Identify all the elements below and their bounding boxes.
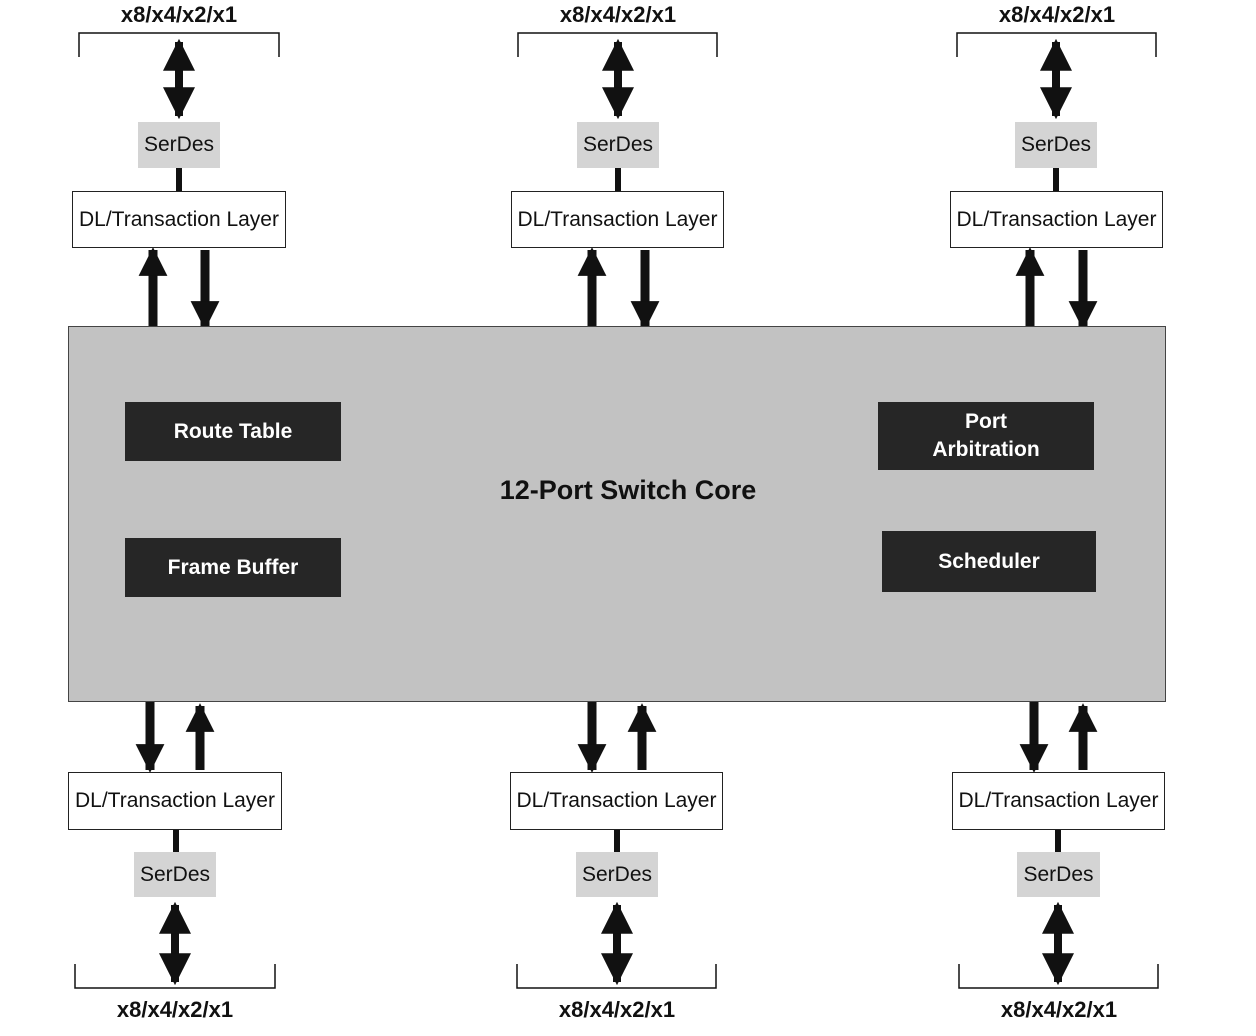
port-arbitration-line2: Arbitration bbox=[932, 438, 1040, 461]
lane-width-label-bottom-1: x8/x4/x2/x1 bbox=[116, 997, 234, 1022]
route-table-block: Route Table bbox=[125, 402, 341, 461]
dl-transaction-layer-top-1: DL/Transaction Layer bbox=[72, 191, 286, 248]
lane-bracket-top-1 bbox=[78, 32, 280, 57]
lane-bracket-top-2 bbox=[517, 32, 718, 57]
port-arbitration-block: Port Arbitration bbox=[878, 402, 1094, 470]
dl-transaction-layer-top-3: DL/Transaction Layer bbox=[950, 191, 1163, 248]
lane-width-label-top-2: x8/x4/x2/x1 bbox=[559, 2, 677, 27]
frame-buffer-block: Frame Buffer bbox=[125, 538, 341, 597]
dl-transaction-layer-top-2: DL/Transaction Layer bbox=[511, 191, 724, 248]
serdes-block-bottom-1: SerDes bbox=[134, 852, 216, 897]
serdes-block-bottom-2: SerDes bbox=[576, 852, 658, 897]
lane-bracket-bottom-1 bbox=[74, 964, 276, 989]
serdes-block-top-1: SerDes bbox=[138, 122, 220, 168]
switch-core-title: 12-Port Switch Core bbox=[499, 475, 757, 505]
serdes-block-top-2: SerDes bbox=[577, 122, 659, 168]
port-arbitration-line1: Port bbox=[965, 410, 1007, 433]
lane-width-label-bottom-3: x8/x4/x2/x1 bbox=[1000, 997, 1118, 1022]
lane-bracket-top-3 bbox=[956, 32, 1157, 57]
scheduler-block: Scheduler bbox=[882, 531, 1096, 592]
lane-width-label-top-1: x8/x4/x2/x1 bbox=[120, 2, 238, 27]
lane-width-label-top-3: x8/x4/x2/x1 bbox=[998, 2, 1116, 27]
dl-transaction-layer-bottom-1: DL/Transaction Layer bbox=[68, 772, 282, 830]
serdes-block-bottom-3: SerDes bbox=[1017, 852, 1100, 897]
switch-core bbox=[68, 326, 1166, 702]
lane-bracket-bottom-3 bbox=[958, 964, 1159, 989]
lane-width-label-bottom-2: x8/x4/x2/x1 bbox=[558, 997, 676, 1022]
lane-bracket-bottom-2 bbox=[516, 964, 717, 989]
dl-transaction-layer-bottom-2: DL/Transaction Layer bbox=[510, 772, 723, 830]
dl-transaction-layer-bottom-3: DL/Transaction Layer bbox=[952, 772, 1165, 830]
serdes-block-top-3: SerDes bbox=[1015, 122, 1097, 168]
